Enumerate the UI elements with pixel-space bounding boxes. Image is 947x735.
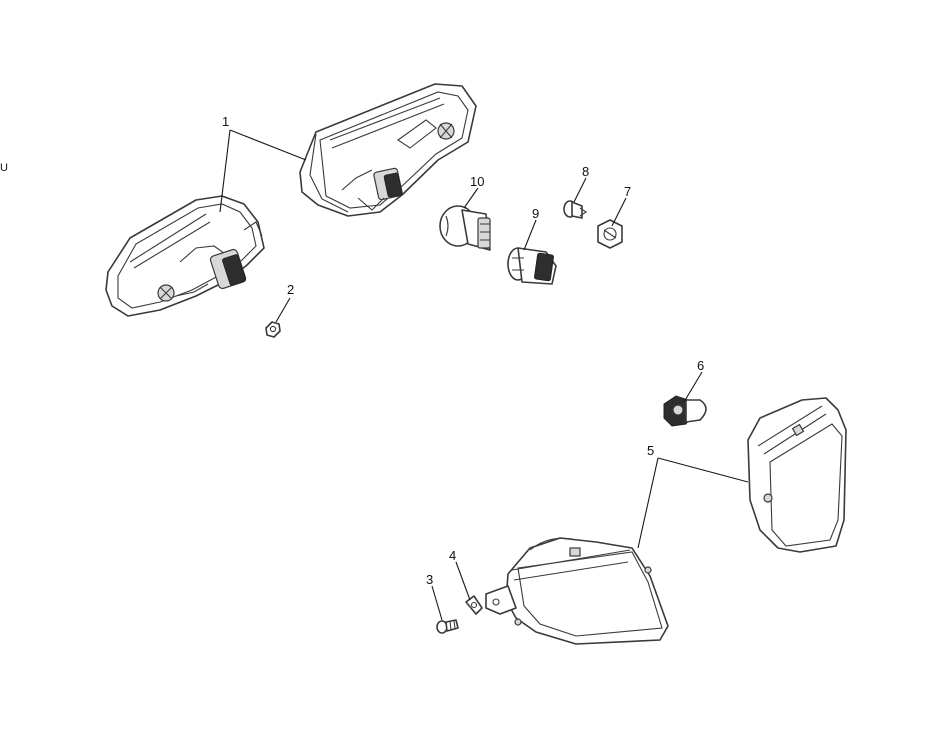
leader-9 (523, 219, 537, 251)
leader-5b (657, 457, 749, 483)
headlight-left (485, 537, 669, 645)
callout-10: 10 (470, 174, 484, 189)
leader-10 (463, 187, 479, 209)
callout-7: 7 (624, 184, 631, 199)
socket-part-9 (507, 247, 557, 285)
headlight-bulb-part-6 (663, 395, 707, 427)
leader-lines (219, 129, 749, 621)
bulb-part-8 (563, 200, 587, 219)
leader-1 (229, 129, 307, 161)
leader-4 (455, 561, 471, 601)
bulb-part-10 (439, 205, 491, 251)
margin-mark: U (0, 162, 8, 174)
leader-7 (611, 197, 627, 227)
socket-part-7 (597, 219, 623, 249)
headlight-right (747, 397, 847, 553)
taillight-lower (105, 195, 265, 317)
leader-5a (637, 457, 659, 549)
callout-2: 2 (287, 282, 294, 297)
leader-3 (431, 585, 443, 621)
callout-1: 1 (222, 114, 229, 129)
callout-4: 4 (449, 548, 456, 563)
taillight-upper (299, 83, 477, 217)
leader-1b (219, 129, 231, 213)
leader-2 (275, 297, 291, 323)
nut-part (265, 321, 281, 338)
leader-8 (573, 177, 587, 203)
callout-9: 9 (532, 206, 539, 221)
clip-part-4 (465, 595, 483, 615)
callout-6: 6 (697, 358, 704, 373)
leader-6 (683, 371, 703, 403)
callout-3: 3 (426, 572, 433, 587)
callouts: 1 2 3 4 5 6 7 8 9 10 (222, 114, 704, 587)
screw-part-3 (436, 619, 459, 634)
callout-5: 5 (647, 443, 654, 458)
callout-8: 8 (582, 164, 589, 179)
